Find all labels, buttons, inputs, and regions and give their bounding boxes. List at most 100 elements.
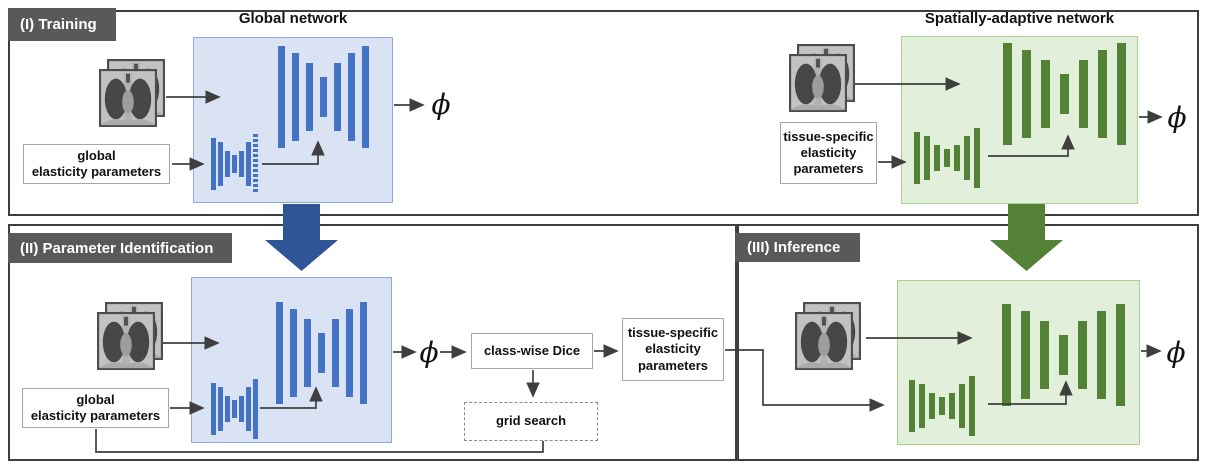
arrow-encoder-skip-connection (988, 134, 1075, 157)
lung-ct-image-icon (789, 44, 855, 112)
network-layer-bar (1098, 50, 1107, 138)
network-layer-bar (225, 396, 230, 422)
network-layer-bar (1097, 311, 1106, 399)
network-layer-bar (318, 333, 325, 373)
network-layer-bar (1041, 60, 1050, 128)
network-layer-bar (362, 46, 369, 148)
network-layer-bar (239, 151, 244, 177)
network-layer-bar (914, 132, 920, 184)
network-layer-bar (1059, 335, 1068, 375)
tissue-specific-elasticity-parameters-box: tissue-specific elasticity parameters (780, 122, 877, 184)
network-layer-bar (924, 136, 930, 180)
lung-ct-image-icon (99, 59, 165, 127)
network-layer-bar (225, 151, 230, 177)
network-layer-bar (954, 145, 960, 171)
network-layer-bar (1116, 304, 1125, 406)
parameter-encoder-bars (914, 127, 980, 189)
unet-decoder-bars (1002, 304, 1125, 406)
lung-ct-image-icon (795, 302, 861, 370)
global-network-box-identification (191, 277, 392, 443)
network-layer-bar (246, 387, 251, 431)
line-grid-search-feedback-loop (95, 429, 544, 453)
network-layer-bar (1060, 74, 1069, 114)
network-layer-bar (1078, 321, 1087, 389)
network-layer-bar (276, 302, 283, 404)
unet-decoder-bars (278, 46, 369, 148)
global-network-box-training (193, 37, 393, 203)
network-layer-bar (348, 53, 355, 141)
arrow-encoder-skip-connection (260, 386, 323, 409)
class-wise-dice-box: class-wise Dice (471, 333, 593, 369)
network-layer-bar (929, 393, 935, 419)
network-layer-bar (1021, 311, 1030, 399)
parameter-encoder-bars (211, 133, 258, 195)
lung-ct-front-image (795, 312, 853, 370)
network-layer-bar (959, 384, 965, 428)
network-layer-bar (334, 63, 341, 131)
network-layer-bar (292, 53, 299, 141)
unet-decoder-bars (276, 302, 367, 404)
network-layer-bar (211, 138, 216, 190)
network-layer-bar (232, 155, 237, 173)
big-blue-arrow-training-to-identification (265, 204, 338, 271)
network-layer-bar (306, 63, 313, 131)
lung-ct-front-image (99, 69, 157, 127)
spatially-adaptive-network-title: Spatially-adaptive network (924, 10, 1115, 27)
network-layer-bar (909, 380, 915, 432)
network-layer-bar (964, 136, 970, 180)
network-layer-bar (278, 46, 285, 148)
network-layer-bar (246, 142, 251, 186)
network-layer-bar (934, 145, 940, 171)
network-layer-bar (1040, 321, 1049, 389)
arrow-encoder-skip-connection (988, 380, 1073, 405)
network-layer-bar (1003, 43, 1012, 145)
spatially-adaptive-network-box-inference (897, 280, 1140, 445)
lung-ct-front-image (97, 312, 155, 370)
network-layer-bar (1002, 304, 1011, 406)
phi-output-symbol: ϕ (431, 87, 451, 121)
network-layer-bar (919, 384, 925, 428)
network-layer-bar (332, 319, 339, 387)
network-layer-bar (1079, 60, 1088, 128)
parameter-identification-panel-label: (II) Parameter Identification (8, 233, 232, 263)
arrow-encoder-skip-connection (262, 140, 325, 165)
network-layer-bar (944, 149, 950, 167)
network-layer-bar (218, 142, 223, 186)
global-elasticity-parameters-box: global elasticity parameters (23, 144, 170, 184)
lung-ct-image-icon (97, 302, 163, 370)
parameter-encoder-bars (909, 375, 975, 437)
network-layer-bar (253, 379, 258, 439)
parameter-encoder-bars (211, 378, 258, 440)
network-layer-bar (974, 128, 980, 188)
network-layer-bar (304, 319, 311, 387)
network-layer-bar (346, 309, 353, 397)
network-layer-bar (211, 383, 216, 435)
network-layer-bar (320, 77, 327, 117)
network-layer-bar (939, 397, 945, 415)
phi-output-symbol: ϕ (1166, 335, 1186, 369)
lung-ct-front-image (789, 54, 847, 112)
network-layer-bar (232, 400, 237, 418)
arrow-tissue-params-to-inference-encoder (725, 349, 885, 412)
tissue-specific-elasticity-parameters-result-box: tissue-specific elasticity parameters (622, 318, 724, 381)
network-layer-bar (239, 396, 244, 422)
network-layer-bar (218, 387, 223, 431)
big-green-arrow-training-to-inference (990, 204, 1063, 271)
training-panel-label: (I) Training (8, 8, 116, 41)
network-layer-bar (1117, 43, 1126, 145)
inference-panel-label: (III) Inference (735, 233, 860, 262)
spatially-adaptive-network-box-training (901, 36, 1138, 204)
network-layer-bar (969, 376, 975, 436)
network-layer-bar (1022, 50, 1031, 138)
network-layer-bar (290, 309, 297, 397)
unet-decoder-bars (1003, 43, 1126, 145)
network-layer-bar (949, 393, 955, 419)
network-layer-bar (253, 134, 258, 194)
phi-output-symbol: ϕ (419, 335, 439, 369)
global-elasticity-parameters-box: global elasticity parameters (22, 388, 169, 428)
network-layer-bar (360, 302, 367, 404)
grid-search-box: grid search (464, 402, 598, 441)
global-network-title: Global network (238, 10, 348, 27)
